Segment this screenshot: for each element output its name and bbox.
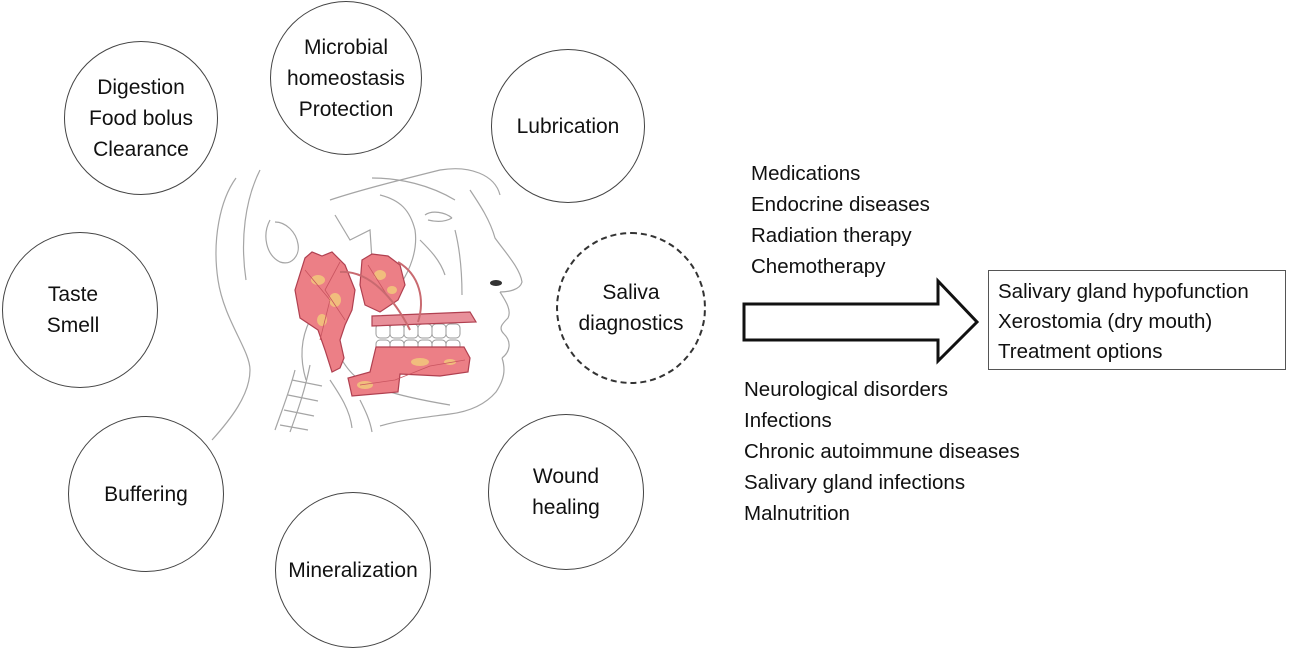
circle-digestion: Digestion Food bolus Clearance xyxy=(64,41,218,195)
sublingual-gland xyxy=(347,346,471,397)
cause-item: Chemotherapy xyxy=(751,255,886,278)
submandibular-gland xyxy=(359,253,406,313)
circle-label-mineralization: Mineralization xyxy=(288,558,418,582)
circle-label-buffering: Buffering xyxy=(104,482,188,506)
causes-below-list: Neurological disorders Infections Chroni… xyxy=(744,374,1020,529)
circle-label-digestion: Digestion Food bolus Clearance xyxy=(89,75,193,161)
circle-label-taste-smell: Taste Smell xyxy=(46,283,100,337)
cause-item: Malnutrition xyxy=(744,502,850,525)
gland-highlights xyxy=(311,270,456,389)
circle-label-saliva-diagnostics: Saliva diagnostics xyxy=(578,281,684,335)
cause-item: Neurological disorders xyxy=(744,378,948,401)
salivary-glands xyxy=(294,251,478,397)
cause-item: Infections xyxy=(744,409,832,432)
circle-label-microbial: Microbial homeostasis Protection xyxy=(287,35,405,121)
parotid-gland xyxy=(294,251,356,373)
outcome-item: Xerostomia (dry mouth) xyxy=(998,310,1213,333)
salivary-duct xyxy=(371,311,478,327)
circle-microbial-homeostasis: Microbial homeostasis Protection xyxy=(270,1,422,155)
outcomes-box: Salivary gland hypofunction Xerostomia (… xyxy=(988,270,1286,370)
circle-lubrication: Lubrication xyxy=(491,49,645,203)
outcome-item: Salivary gland hypofunction xyxy=(998,280,1249,303)
circle-label-wound-healing: Wound healing xyxy=(532,465,600,519)
causes-above-list: Medications Endocrine diseases Radiation… xyxy=(751,158,930,282)
circle-taste-smell: Taste Smell xyxy=(2,232,158,388)
cause-item: Endocrine diseases xyxy=(751,193,930,216)
circle-mineralization: Mineralization xyxy=(275,492,431,648)
circle-label-lubrication: Lubrication xyxy=(516,114,620,138)
outcome-item: Treatment options xyxy=(998,340,1163,363)
block-arrow-right-icon xyxy=(742,277,980,365)
cause-item: Salivary gland infections xyxy=(744,471,966,494)
nostril xyxy=(490,280,502,286)
circle-buffering: Buffering xyxy=(68,416,224,572)
circle-wound-healing: Wound healing xyxy=(488,414,644,570)
cause-item: Medications xyxy=(751,162,861,185)
cause-item: Radiation therapy xyxy=(751,224,912,247)
gland-veins xyxy=(304,261,466,386)
cause-item: Chronic autoimmune diseases xyxy=(744,440,1020,463)
circle-saliva-diagnostics: Saliva diagnostics xyxy=(556,232,706,384)
